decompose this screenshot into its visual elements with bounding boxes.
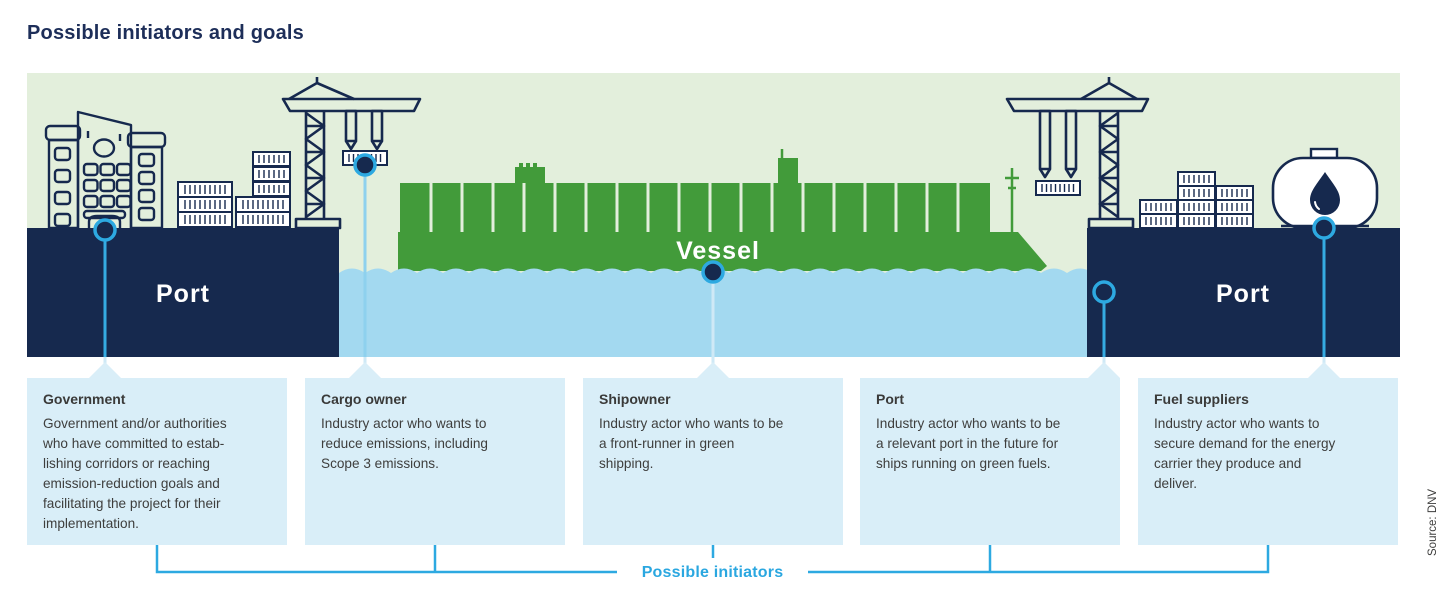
left-port-label: Port (156, 280, 210, 308)
harbor-crane-left-icon (281, 77, 422, 230)
ship-funnel (778, 149, 798, 183)
droplet-icon (1310, 172, 1340, 215)
card-body: Government and/or authorities who have c… (43, 416, 227, 531)
card-body: Industry actor who wants to secure deman… (1154, 416, 1336, 491)
connector-dots (93, 153, 1336, 304)
card-cargo-owner: Cargo owner Industry actor who wants to … (305, 378, 565, 545)
card-body: Industry actor who wants to be a front-r… (599, 416, 784, 471)
ship-hull (398, 232, 1047, 271)
container-ship-icon (398, 149, 1047, 271)
card-shipowner: Shipowner Industry actor who wants to be… (583, 378, 843, 545)
card-heading: Shipowner (599, 391, 671, 407)
right-port-label: Port (1216, 280, 1270, 308)
card-heading: Government (43, 391, 126, 407)
water (339, 268, 1093, 357)
crane-spreader-container-right (1035, 180, 1081, 196)
government-building-icon (44, 110, 167, 230)
connector-dot-cargo-owner (353, 153, 377, 177)
connector-lines (103, 170, 1326, 366)
harbor-crane-right-icon (1005, 77, 1150, 230)
card-government: Government Government and/or authorities… (27, 378, 287, 545)
vessel-label: Vessel (676, 237, 760, 265)
ship-bridge (515, 163, 545, 183)
fuel-tank-icon (1271, 147, 1379, 230)
card-body: Industry actor who wants to be a relevan… (876, 416, 1061, 471)
callout-notches (89, 362, 1340, 378)
card-heading: Fuel suppliers (1154, 391, 1249, 407)
source-credit: Source: DNV (1427, 488, 1439, 556)
ship-mast (1005, 168, 1019, 232)
card-heading: Port (876, 391, 904, 407)
port-quay-left (27, 228, 339, 357)
card-port: Port Industry actor who wants to be a re… (860, 378, 1120, 545)
connector-dot-shipowner (701, 260, 725, 284)
card-fuel-suppliers: Fuel suppliers Industry actor who wants … (1138, 378, 1398, 545)
card-body: Industry actor who wants to reduce emiss… (321, 416, 488, 471)
connector-dot-government (93, 218, 117, 242)
page-title: Possible initiators and goals (27, 22, 304, 44)
possible-initiators-label: Possible initiators (641, 564, 784, 581)
initiators-bracket (155, 545, 1270, 574)
connector-dot-fuel-suppliers (1312, 216, 1336, 240)
port-quay-right (1087, 228, 1400, 357)
connector-dot-port (1092, 280, 1116, 304)
card-heading: Cargo owner (321, 391, 407, 407)
